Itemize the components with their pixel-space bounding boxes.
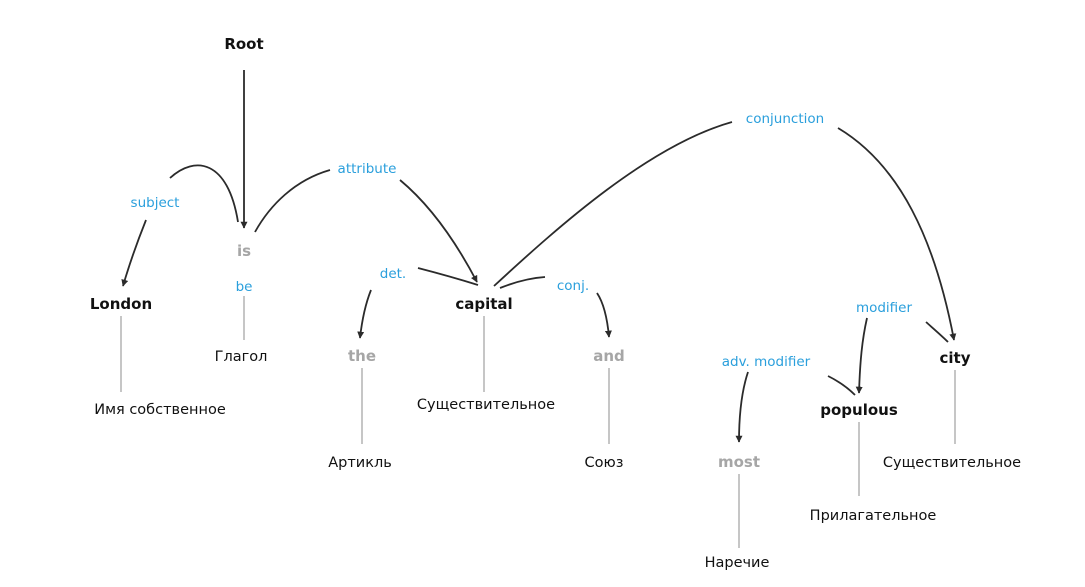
- pos-stems: [120, 296, 956, 548]
- arc-adv-modifier-head: [827, 375, 856, 396]
- pos-london: Имя собственное: [94, 402, 226, 418]
- arc-det-to-the: [357, 289, 372, 339]
- word-capital: capital: [455, 295, 512, 313]
- relation-modifier: modifier: [856, 300, 913, 316]
- pos-is: Глагол: [215, 349, 268, 365]
- arc-modifier-to-populous: [855, 317, 868, 394]
- relation-attribute: attribute: [338, 161, 397, 177]
- arc-subject-to-london: [121, 219, 147, 287]
- word-city: city: [940, 349, 971, 367]
- word-and: and: [593, 347, 625, 365]
- lemma-is: be: [236, 279, 253, 295]
- arc-conj-from-capital: [499, 276, 546, 289]
- word-london: London: [90, 295, 152, 313]
- pos-city: Существительное: [883, 455, 1021, 471]
- arc-modifier-head: [925, 321, 949, 343]
- dependency-arcs: [121, 70, 957, 443]
- relation-adv-modifier: adv. modifier: [722, 354, 811, 370]
- arc-conj-to-and: [596, 292, 612, 338]
- root-label: Root: [224, 35, 263, 53]
- arc-subject-head: [169, 164, 239, 223]
- word-is: is: [237, 242, 251, 260]
- arc-conjunction-from-capital: [493, 121, 733, 287]
- relation-conjunction: conjunction: [746, 111, 824, 127]
- words: Root is London capital the and city popu…: [90, 35, 971, 471]
- arc-attribute-to-capital: [399, 179, 478, 283]
- pos-capital: Существительное: [417, 397, 555, 413]
- arc-det-head: [417, 267, 479, 286]
- word-most: most: [718, 453, 760, 471]
- pos-and: Союз: [585, 455, 624, 471]
- pos-tags: Имя собственное Глагол Артикль Существит…: [94, 349, 1021, 571]
- arc-adv-modifier-to-most: [735, 371, 749, 443]
- word-the: the: [348, 347, 376, 365]
- pos-populous: Прилагательное: [810, 508, 937, 524]
- pos-most: Наречие: [705, 555, 770, 571]
- relation-subject: subject: [131, 195, 180, 211]
- relation-labels: subject attribute conjunction det. conj.…: [131, 111, 913, 370]
- relation-conj: conj.: [557, 278, 589, 294]
- arc-attribute-from-is: [254, 169, 331, 233]
- relation-det: det.: [380, 266, 406, 282]
- pos-the: Артикль: [328, 455, 392, 471]
- arc-conjunction-to-city: [837, 127, 957, 341]
- word-populous: populous: [820, 401, 898, 419]
